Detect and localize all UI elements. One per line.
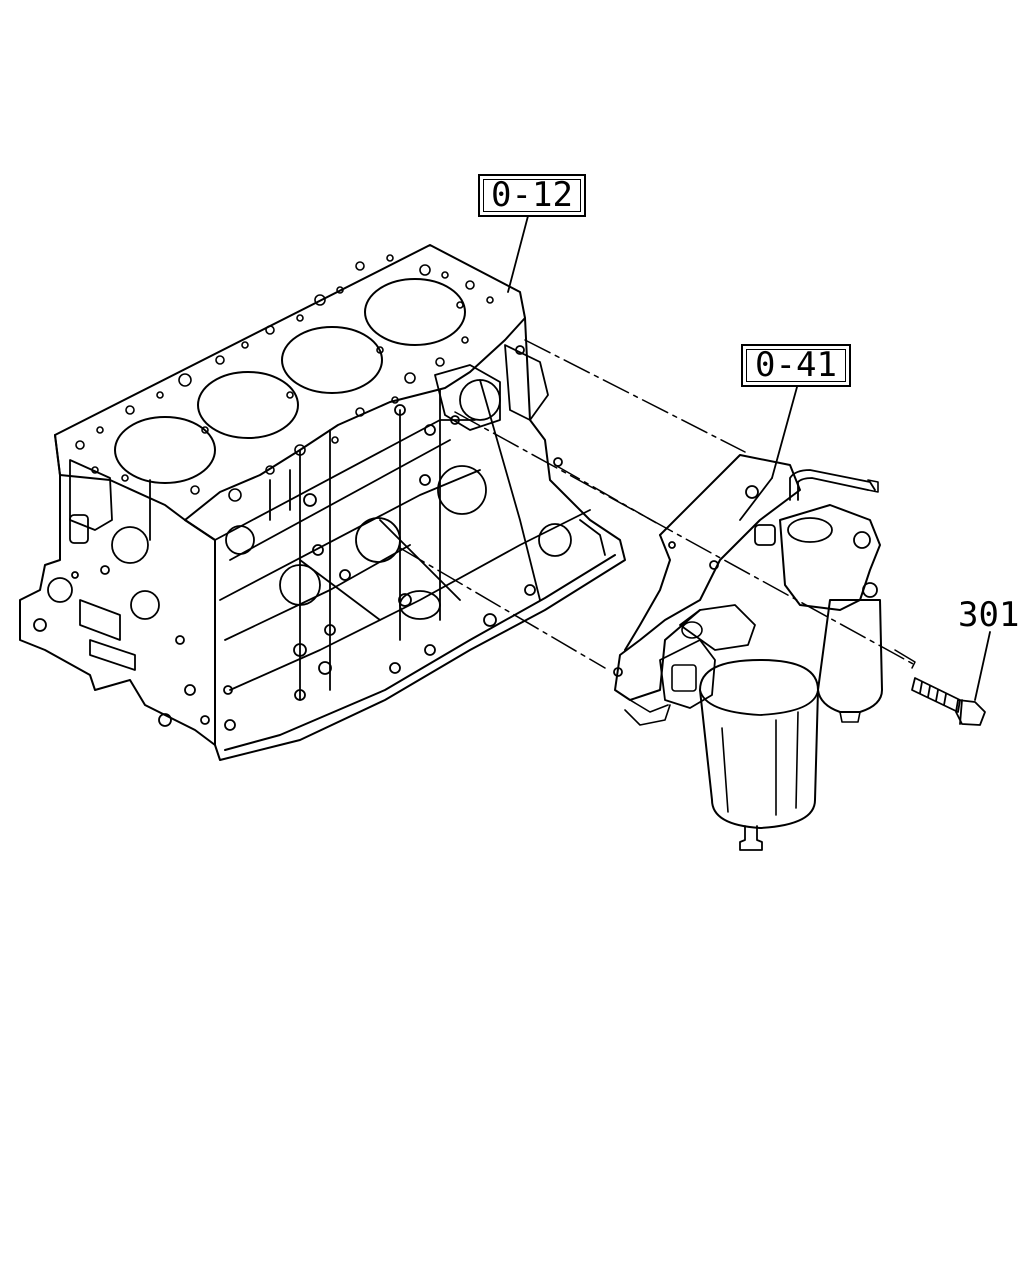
callout-part-301: 301: [958, 595, 1020, 635]
alignment-lines: [400, 340, 915, 668]
cylinder-bore-2: [198, 372, 298, 438]
callout-ref-0-12: 0-12: [478, 174, 586, 217]
cylinder-bore-4: [365, 279, 465, 345]
leader-0-41-branch: [740, 478, 772, 520]
callout-ref-0-41: 0-41: [741, 344, 851, 387]
filter-element-front: [700, 660, 818, 828]
filter-element-rear: [818, 600, 882, 712]
deck-holes: [76, 255, 493, 501]
fuel-filter-assembly: [614, 455, 882, 850]
cylinder-bore-3: [282, 327, 382, 393]
drain-plug: [740, 826, 762, 850]
leader-0-41: [772, 387, 797, 478]
fuel-pipe: [790, 470, 875, 500]
filter-bracket: [615, 455, 800, 700]
block-front-face: [185, 318, 625, 760]
block-front-details: [215, 345, 605, 730]
block-left-face: [20, 435, 215, 745]
cylinder-block: [20, 245, 625, 760]
leader-0-12: [508, 216, 528, 292]
bolt-301: [912, 678, 985, 725]
block-top-deck: [55, 245, 525, 520]
leader-301: [975, 632, 990, 700]
cylinder-bore-1: [115, 417, 215, 483]
leader-lines: [508, 216, 990, 700]
block-left-details: [34, 460, 209, 726]
